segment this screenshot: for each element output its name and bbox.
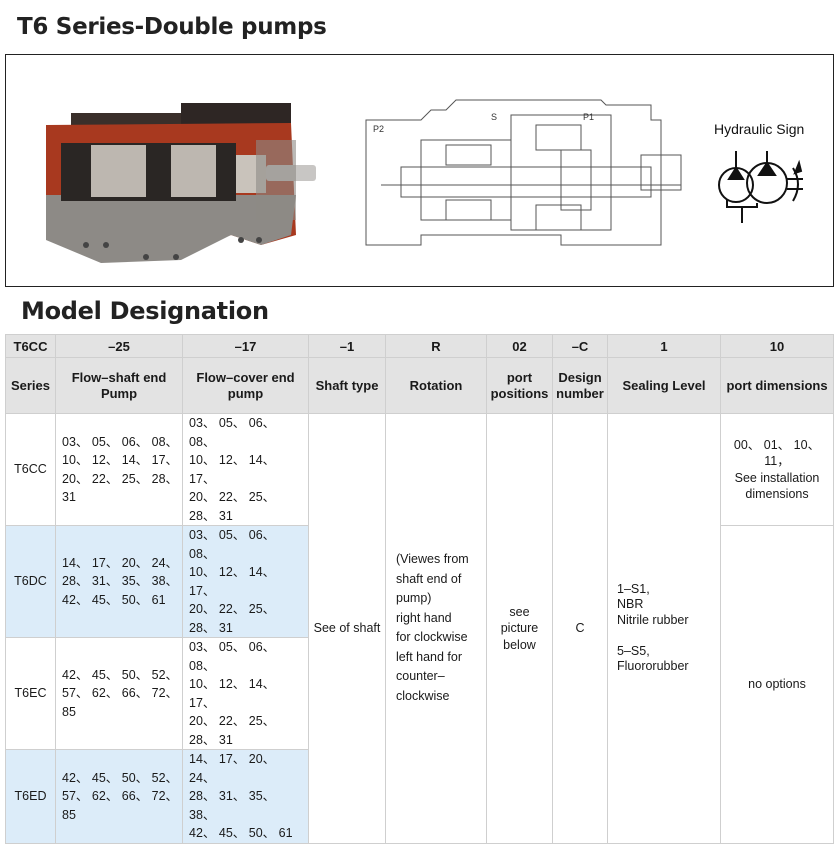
code-shaft-type: –1 [308, 334, 386, 358]
shaft-type-cell: See of shaft [308, 413, 386, 844]
diagram-label-p1: P1 [583, 112, 594, 122]
shaft-end-cell: 42、 45、 50、 52、 57、 62、 66、 72、 85 [55, 637, 183, 750]
section-title: Model Designation [21, 297, 269, 325]
shaft-end-cell: 42、 45、 50、 52、 57、 62、 66、 72、 85 [55, 749, 183, 844]
series-cell: T6CC [5, 413, 56, 526]
sealing-level-cell: 1–S1, NBR Nitrile rubber 5–S5, Fluororub… [607, 413, 721, 844]
pump-photo [46, 103, 316, 263]
header-series: Series [5, 357, 56, 414]
table-row: T6CC 03、 05、 06、 08、 10、 12、 14、 17、 20、… [5, 413, 834, 844]
header-cover-end: Flow–cover end pump [182, 357, 309, 414]
port-dimensions-cell: no options [720, 525, 834, 844]
diagram-label-p2: P2 [373, 124, 384, 134]
code-series: T6CC [5, 334, 56, 358]
shaft-end-cell: 03、 05、 06、 08、 10、 12、 14、 17、 20、 22、 … [55, 413, 183, 526]
code-shaft-end: –25 [55, 334, 183, 358]
code-port-dimensions: 10 [720, 334, 834, 358]
header-sealing-level: Sealing Level [607, 357, 721, 414]
cover-end-cell: 03、 05、 06、 08、 10、 12、 14、 17、 20、 22、 … [182, 637, 309, 750]
port-dimensions-cell: 00、 01、 10、 11， See installation dimensi… [720, 413, 834, 526]
product-figure: P2 S P1 Hydraulic Sign [5, 54, 834, 287]
shaft-end-cell: 14、 17、 20、 24、 28、 31、 35、 38、 42、 45、 … [55, 525, 183, 638]
design-number-cell: C [552, 413, 608, 844]
model-designation-table: T6CC –25 –17 –1 R 02 –C 1 10 Series Flow… [5, 334, 834, 844]
header-shaft-end: Flow–shaft end Pump [55, 357, 183, 414]
cross-section-diagram: P2 S P1 [365, 99, 682, 246]
hydraulic-symbol-icon [718, 151, 803, 223]
code-row: T6CC –25 –17 –1 R 02 –C 1 10 [5, 334, 834, 358]
series-cell: T6DC [5, 525, 56, 638]
code-design-number: –C [552, 334, 608, 358]
port-positions-cell: see picture below [486, 413, 553, 844]
cover-end-cell: 14、 17、 20、 24、 28、 31、 35、 38、 42、 45、 … [182, 749, 309, 844]
header-row: Series Flow–shaft end Pump Flow–cover en… [5, 357, 834, 414]
hydraulic-sign-label: Hydraulic Sign [714, 121, 805, 137]
cover-end-cell: 03、 05、 06、 08、 10、 12、 14、 17、 20、 22、 … [182, 525, 309, 638]
series-cell: T6EC [5, 637, 56, 750]
rotation-cell: (Viewes from shaft end of pump) right ha… [385, 413, 487, 844]
header-design-number: Design number [552, 357, 608, 414]
code-cover-end: –17 [182, 334, 309, 358]
header-shaft-type: Shaft type [308, 357, 386, 414]
header-port-dimensions: port dimensions [720, 357, 834, 414]
header-port-positions: port positions [486, 357, 553, 414]
code-sealing-level: 1 [607, 334, 721, 358]
page-title: T6 Series-Double pumps [17, 14, 327, 40]
series-cell: T6ED [5, 749, 56, 844]
code-rotation: R [385, 334, 487, 358]
cover-end-cell: 03、 05、 06、 08、 10、 12、 14、 17、 20、 22、 … [182, 413, 309, 526]
code-port-positions: 02 [486, 334, 553, 358]
header-rotation: Rotation [385, 357, 487, 414]
diagram-label-s: S [491, 112, 497, 122]
